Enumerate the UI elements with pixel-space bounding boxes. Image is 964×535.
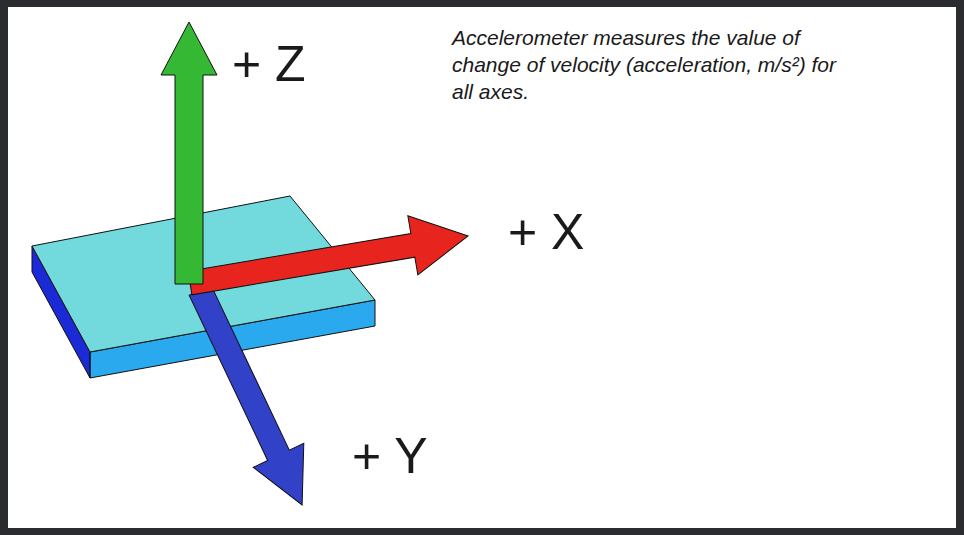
note-text: Accelerometer measures the value of chan… bbox=[452, 24, 857, 105]
axis-label: + X bbox=[508, 204, 584, 260]
axis-label: + Y bbox=[352, 428, 428, 484]
x-axis-arrow bbox=[185, 206, 473, 312]
y-axis-arrow bbox=[175, 278, 328, 517]
axis-label: + Z bbox=[232, 36, 306, 92]
z-axis-arrow bbox=[161, 22, 217, 284]
